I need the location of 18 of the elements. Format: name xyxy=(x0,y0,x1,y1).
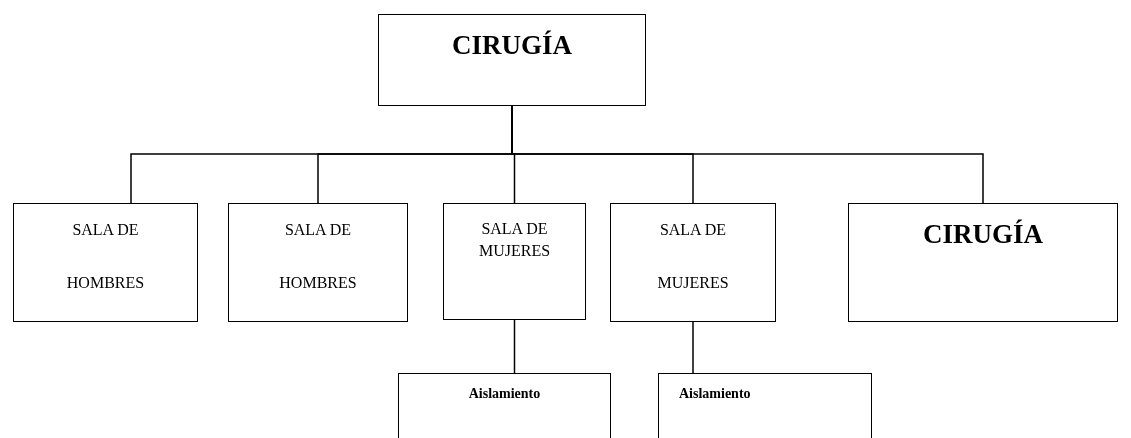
box-label: Aislamiento xyxy=(679,386,751,403)
box-label: SALA DE HOMBRES xyxy=(278,220,358,293)
box-label: Aislamiento xyxy=(468,386,541,403)
org-box xyxy=(398,373,611,438)
box-label: CIRUGÍA xyxy=(452,29,572,62)
box-label: SALA DE MUJERES xyxy=(477,219,552,261)
connector-line xyxy=(692,321,694,374)
box-label: SALA DE HOMBRES xyxy=(65,220,146,293)
org-box xyxy=(228,203,408,322)
org-box xyxy=(443,203,586,320)
org-box xyxy=(848,203,1118,322)
org-box xyxy=(658,373,872,438)
org-box xyxy=(610,203,776,322)
box-label: SALA DE MUJERES xyxy=(656,220,730,293)
connector-line xyxy=(513,319,516,374)
org-box xyxy=(13,203,198,322)
org-box xyxy=(378,14,646,106)
box-label: CIRUGÍA xyxy=(923,218,1043,251)
